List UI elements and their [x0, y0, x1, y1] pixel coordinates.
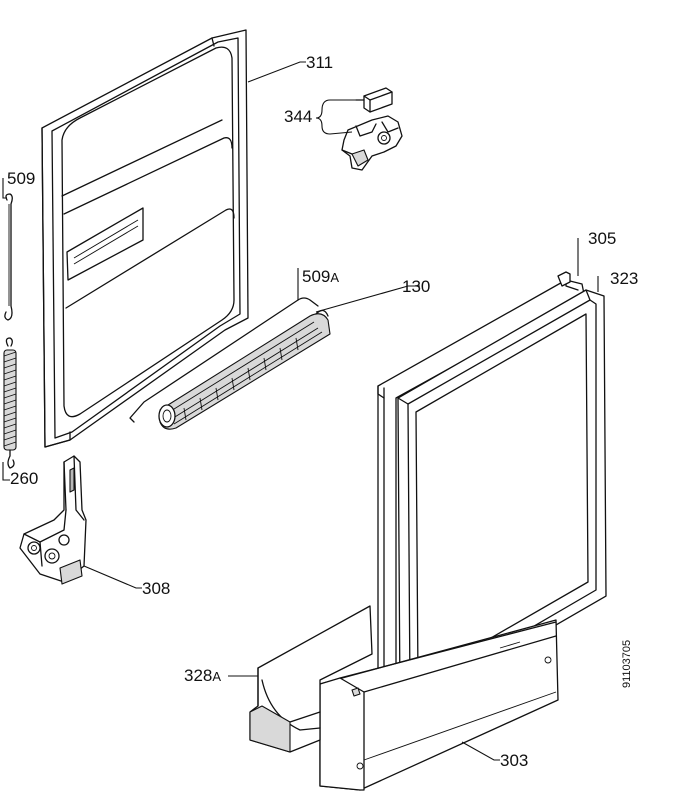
label-311: 311: [306, 53, 333, 72]
label-344: 344: [284, 107, 312, 126]
label-323: 323: [610, 269, 638, 288]
drawing-code: 91103705: [621, 640, 633, 688]
spring-rod-509: [4, 193, 13, 321]
door-seal-strip-130: [158, 309, 331, 430]
label-509a: 509A: [302, 267, 339, 286]
part-labels: 311 344 509 509A 130 305 323 260 308 328…: [7, 53, 638, 770]
leader-lines: [2, 61, 599, 761]
front-panel-303: [319, 619, 559, 791]
label-305: 305: [588, 229, 616, 248]
door-lock-344: [341, 87, 403, 171]
label-130: 130: [402, 277, 430, 296]
label-308: 308: [142, 579, 170, 598]
inner-door-panel-311: [41, 29, 249, 448]
label-303: 303: [500, 751, 528, 770]
label-260: 260: [10, 469, 38, 488]
label-509: 509: [7, 169, 35, 188]
label-328a: 328A: [184, 666, 221, 685]
spring-rod-509a: [129, 297, 319, 423]
plinth-bracket-328a: [249, 605, 373, 753]
door-hinge-308: [19, 455, 87, 585]
coil-spring-260: [3, 337, 17, 469]
